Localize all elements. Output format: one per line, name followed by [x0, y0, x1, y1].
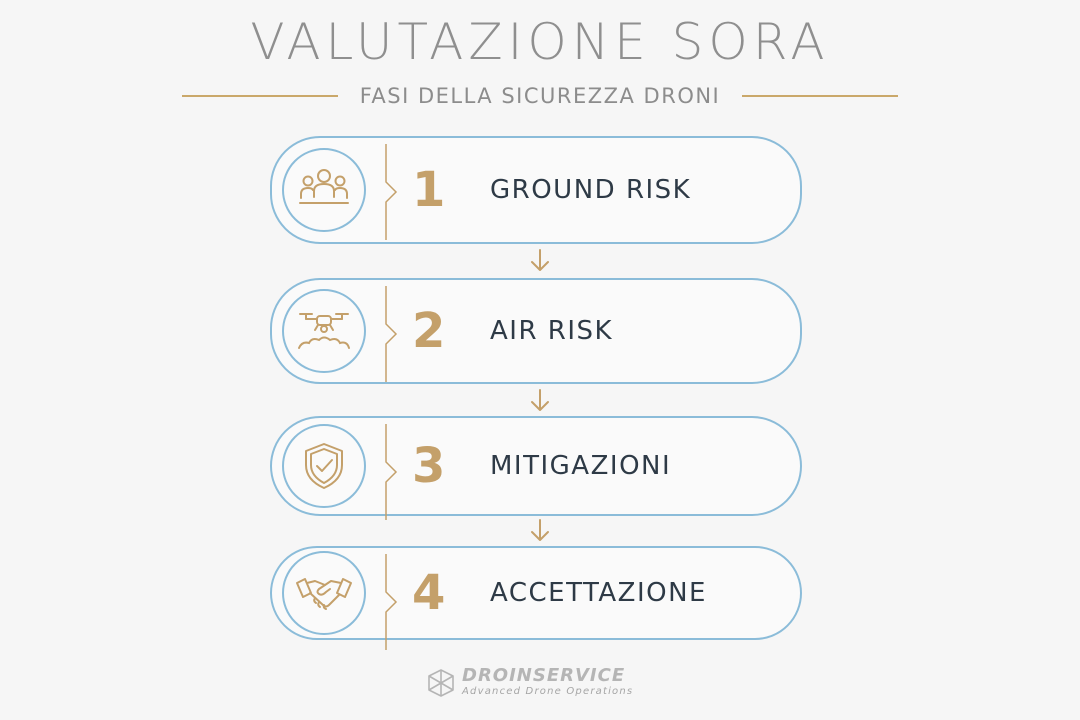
step-icon-frame [282, 424, 366, 508]
step-number: 2 [412, 303, 446, 359]
brand-logo: DROINSERVICE Advanced Drone Operations [426, 666, 666, 702]
brand-tagline: Advanced Drone Operations [462, 686, 634, 697]
handshake-icon [296, 578, 352, 610]
drone-icon [298, 313, 350, 349]
page-subtitle: FASI DELLA SICUREZZA DRONI [359, 84, 721, 108]
step-icon-frame [282, 551, 366, 635]
step-number: 1 [412, 162, 446, 218]
subtitle-rule-right [742, 95, 899, 97]
step-card-ground-risk: 1 GROUND RISK [270, 136, 802, 244]
step-card-mitigazioni: 3 MITIGAZIONI [270, 416, 802, 520]
step-label: GROUND RISK [490, 175, 692, 205]
page-title: VALUTAZIONE SORA [250, 13, 830, 71]
step-divider [385, 424, 398, 520]
shield-check-icon [305, 443, 343, 489]
step-number: 3 [412, 438, 446, 494]
step-divider [385, 554, 398, 650]
subtitle-rule-left [182, 95, 338, 97]
step-card-air-risk: 2 AIR RISK [270, 278, 802, 384]
step-label: AIR RISK [490, 316, 614, 346]
step-card-accettazione: 4 ACCETTAZIONE [270, 546, 802, 650]
people-group-icon [299, 169, 349, 204]
step-label: MITIGAZIONI [490, 451, 672, 481]
arrow-down-icon [531, 519, 549, 541]
arrow-down-icon [531, 249, 549, 271]
brand-mark-icon [428, 669, 454, 697]
step-divider [385, 286, 398, 382]
step-label: ACCETTAZIONE [490, 578, 707, 608]
step-icon-frame [282, 289, 366, 373]
step-icon-frame [282, 148, 366, 232]
subtitle-row: FASI DELLA SICUREZZA DRONI [182, 82, 899, 110]
brand-name: DROINSERVICE [462, 665, 626, 686]
arrow-down-icon [531, 389, 549, 411]
step-number: 4 [412, 565, 446, 621]
step-divider [385, 144, 398, 240]
